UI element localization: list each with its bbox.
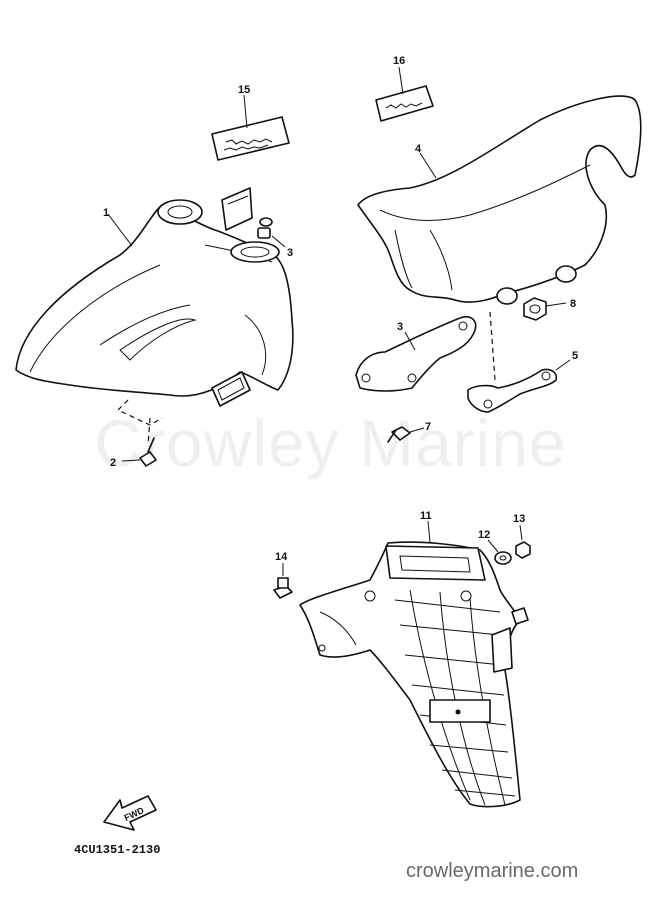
stay-5 (467, 359, 571, 413)
brand-footer: crowleymarine.com (406, 860, 579, 882)
callout-2: 2 (110, 457, 116, 469)
callout-13: 13 (513, 513, 525, 525)
callout-5: 5 (572, 350, 578, 362)
watermark: Crowley Marine (94, 406, 567, 480)
callout-4: 4 (415, 143, 422, 155)
callout-16: 16 (393, 55, 405, 67)
callout-1: 1 (103, 207, 109, 219)
front-fender (15, 187, 294, 446)
callout-12: 12 (478, 529, 490, 541)
nut-8 (523, 297, 567, 321)
rear-fender (299, 520, 529, 808)
callout-11: 11 (420, 510, 432, 522)
washer-12 (487, 539, 512, 565)
callout-7: 7 (425, 421, 431, 433)
seat (357, 95, 642, 381)
drawing-code: 4CU1351-2130 (74, 843, 161, 857)
callout-labels: 1 2 3 4 3 5 7 8 15 16 11 12 13 14 (103, 55, 578, 563)
bolt-7 (387, 426, 425, 443)
bracket-3 (355, 315, 477, 392)
callout-3-top: 3 (287, 247, 293, 259)
callout-8: 8 (570, 298, 576, 310)
fwd-arrow-icon: FWD (103, 795, 157, 831)
callout-3-bracket: 3 (397, 321, 403, 333)
callout-15: 15 (238, 84, 250, 96)
callout-14: 14 (275, 551, 288, 563)
grommet-3-top (257, 217, 286, 248)
nut-13 (515, 524, 531, 559)
decal-16 (375, 66, 434, 122)
screw-2 (121, 437, 157, 467)
decal-15 (211, 94, 290, 161)
clip-14 (273, 563, 293, 599)
